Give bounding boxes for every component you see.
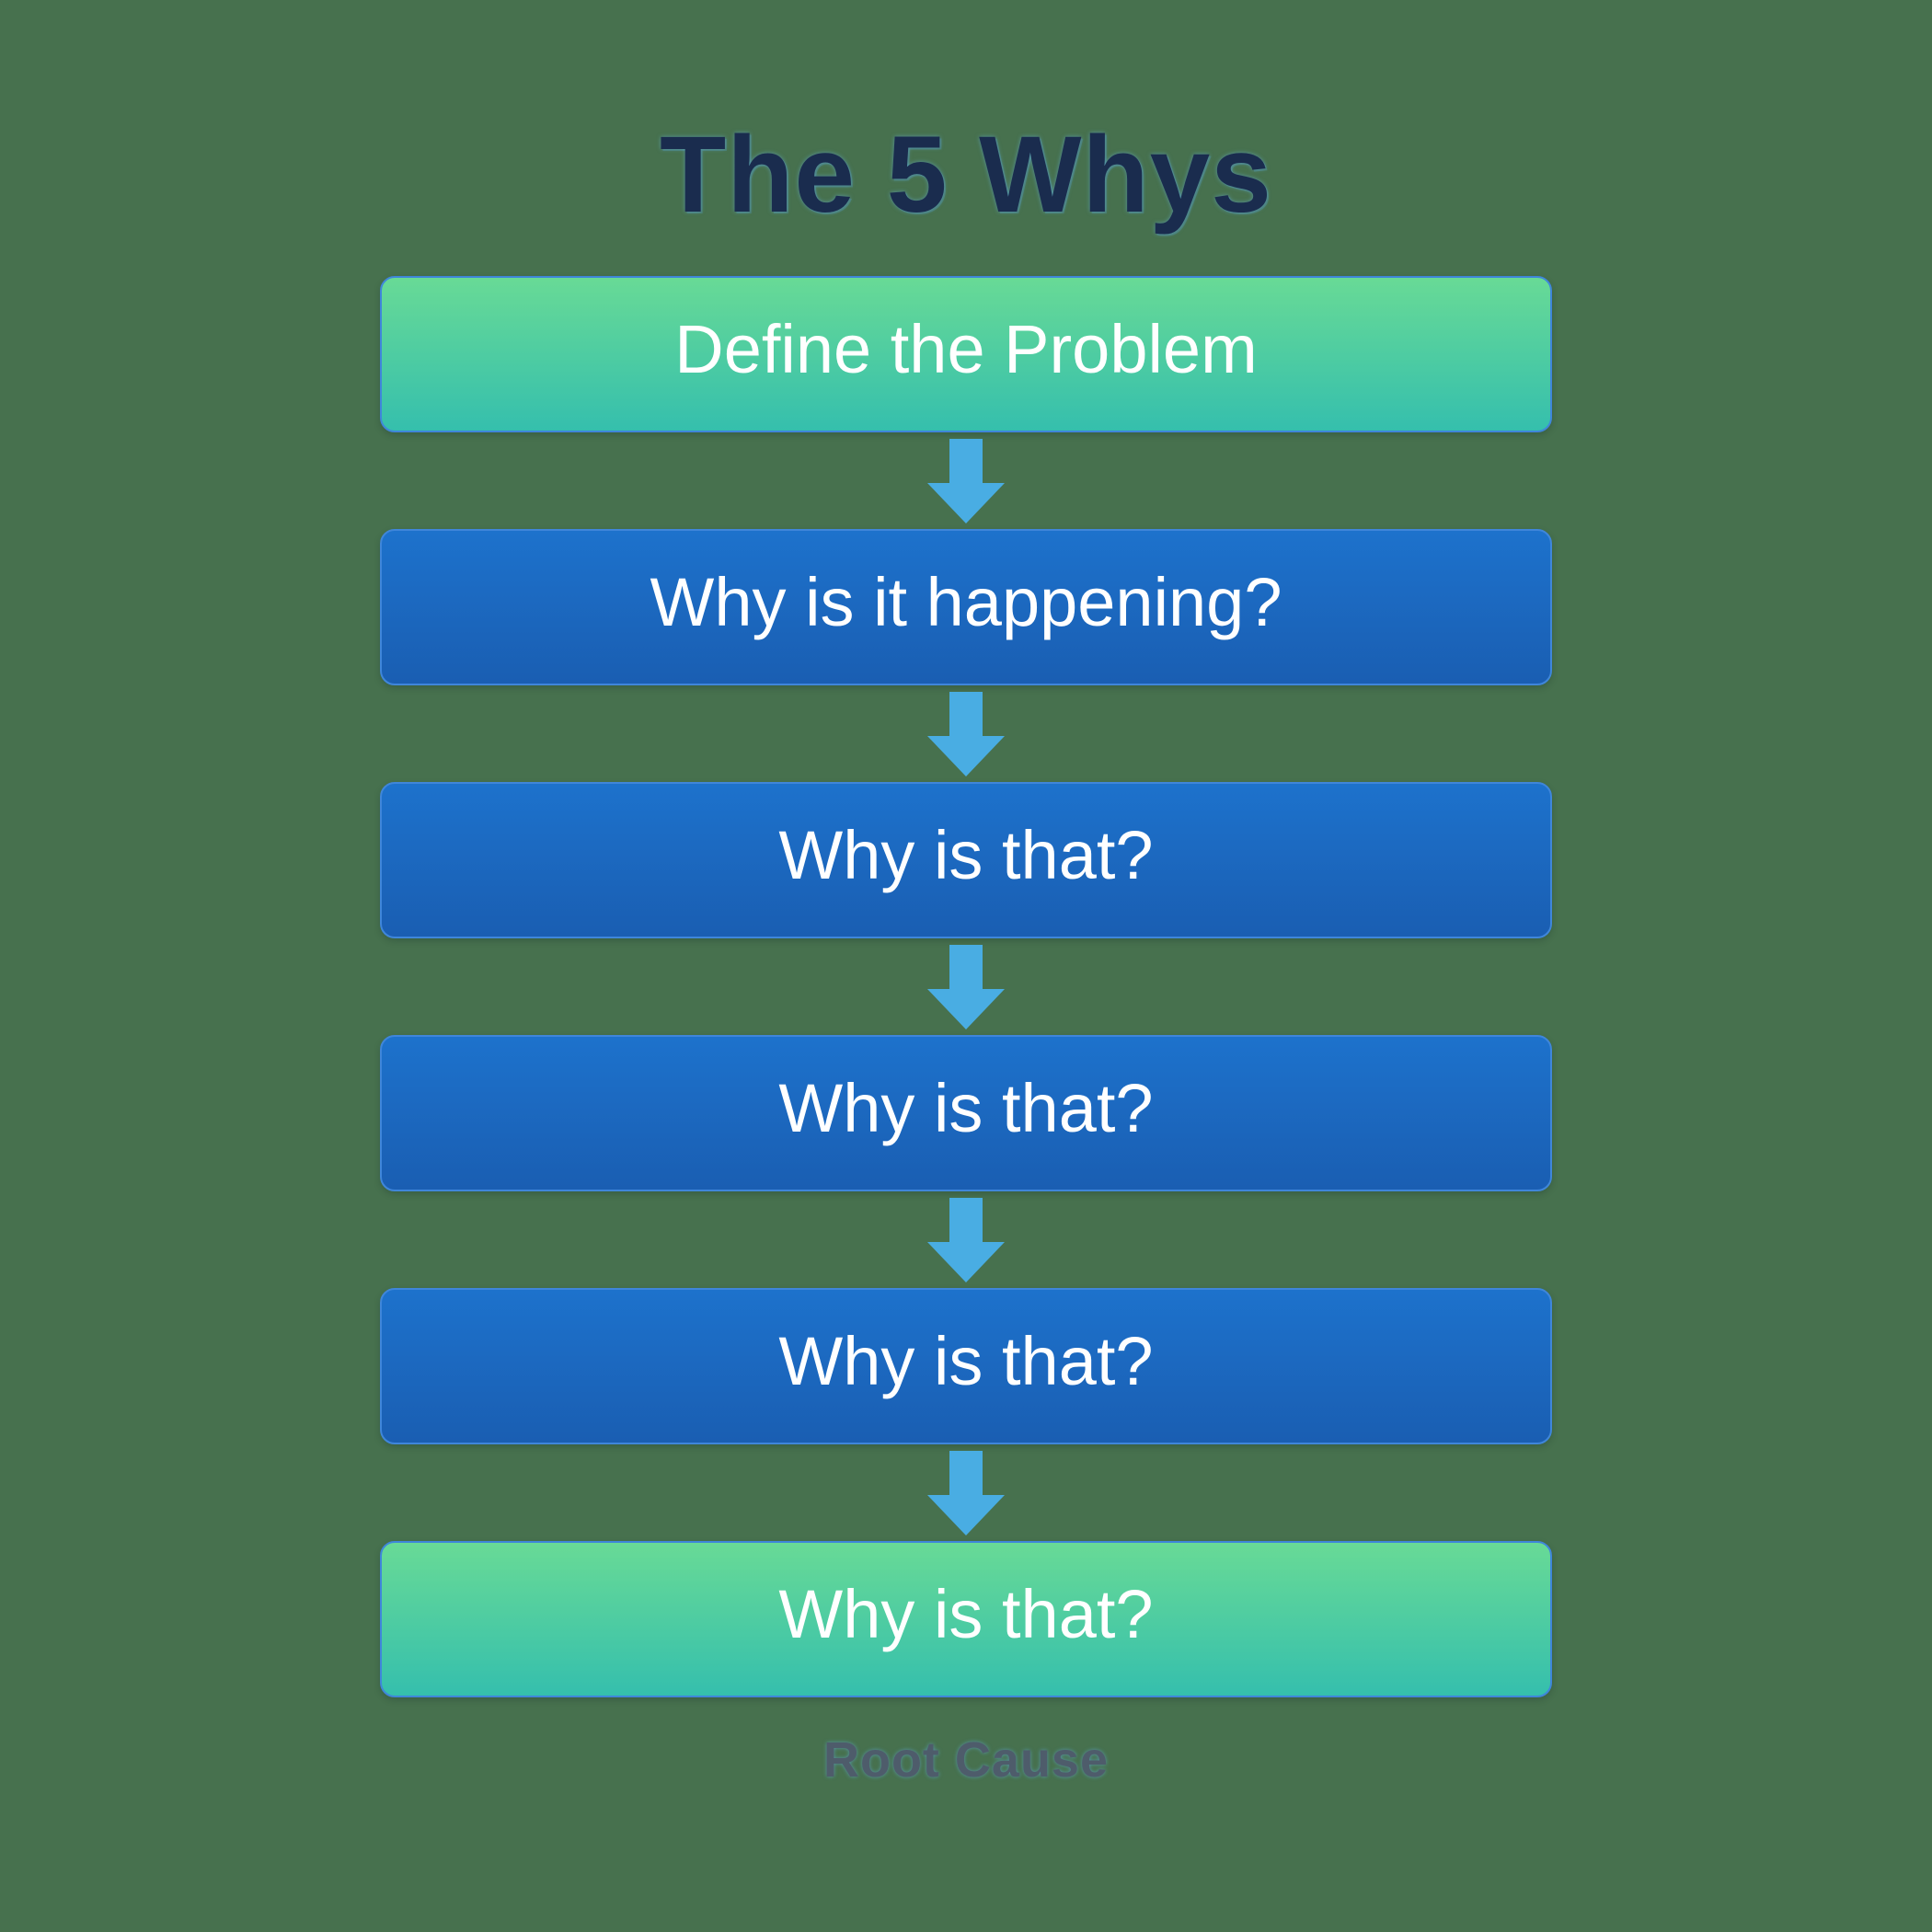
step-label: Why is it happening? [650,563,1282,640]
down-arrow-icon [380,432,1552,529]
down-arrow-icon [380,1444,1552,1541]
down-arrow-icon [380,685,1552,782]
down-arrow-icon [380,938,1552,1035]
root-cause-label: Root Cause [822,1732,1110,1788]
step-box-why-1: Why is it happening? [380,529,1552,685]
step-box-why-4: Why is that? [380,1288,1552,1444]
step-label: Define the Problem [674,310,1258,387]
step-label: Why is that? [778,1322,1154,1399]
flowchart: Define the Problem Why is it happening? … [380,276,1552,1697]
step-label: Why is that? [778,816,1154,893]
step-label: Why is that? [778,1069,1154,1146]
step-box-why-3: Why is that? [380,1035,1552,1191]
step-box-why-2: Why is that? [380,782,1552,938]
step-box-define-problem: Define the Problem [380,276,1552,432]
down-arrow-icon [380,1191,1552,1288]
step-box-root-cause-why: Why is that? [380,1541,1552,1697]
page-title: The 5 Whys [660,114,1272,236]
step-label: Why is that? [778,1575,1154,1652]
